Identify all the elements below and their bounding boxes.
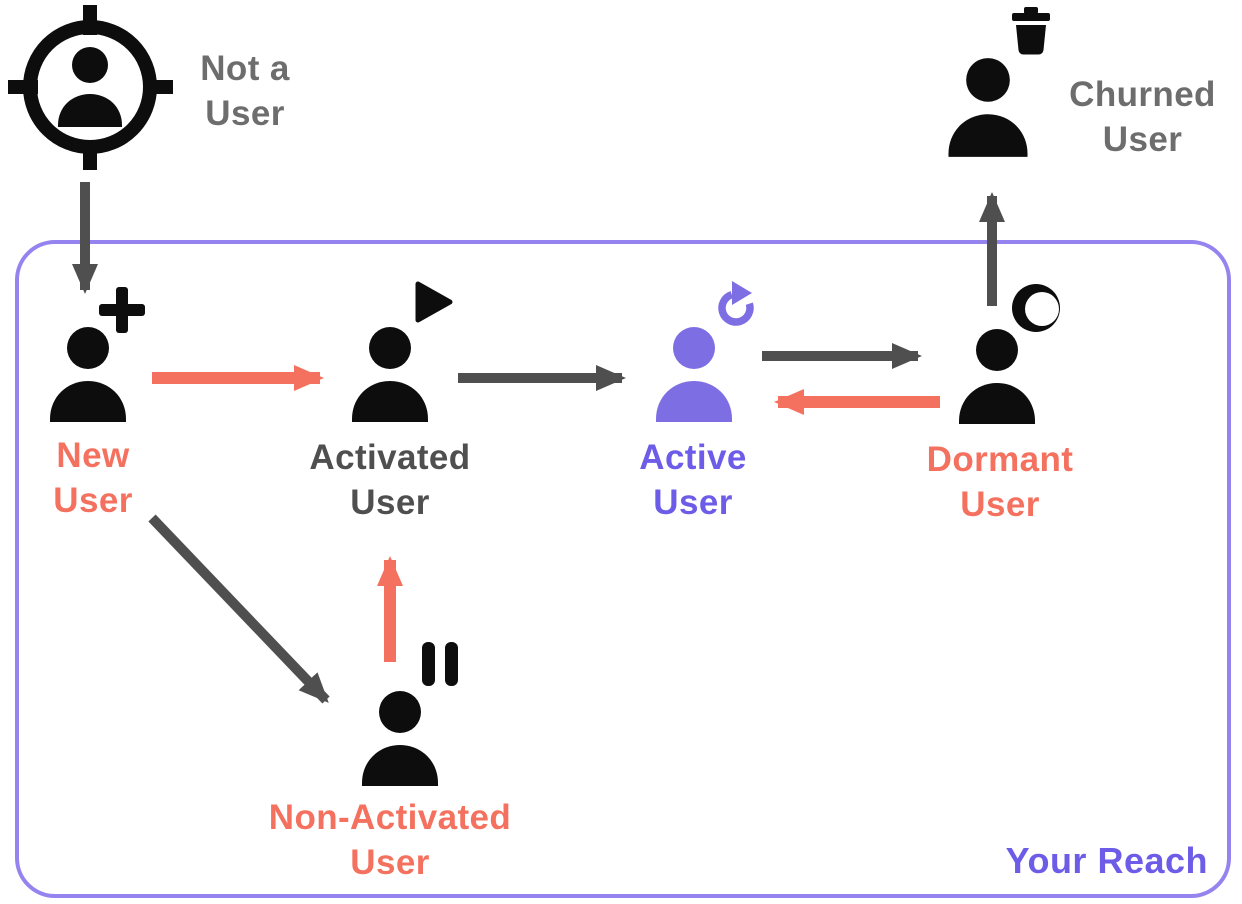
play-icon bbox=[415, 281, 453, 323]
node-label: Activated User bbox=[309, 438, 471, 522]
node-not-a-user: Not a User bbox=[8, 5, 318, 185]
pause-icon bbox=[422, 642, 458, 686]
person-icon bbox=[362, 691, 438, 786]
person-icon bbox=[948, 58, 1028, 157]
node-label: Non-Activated User bbox=[268, 798, 512, 882]
region-label-your-reach: Your Reach bbox=[1005, 840, 1208, 881]
trash-icon bbox=[1012, 7, 1050, 55]
person-icon bbox=[352, 327, 428, 422]
node-dormant-user: Dormant User bbox=[905, 282, 1095, 532]
edge-new-user-to-non-activated-user bbox=[148, 514, 330, 704]
node-label: Dormant User bbox=[926, 440, 1074, 524]
node-active-user: Active User bbox=[618, 278, 768, 528]
node-churned-user: Churned User bbox=[930, 5, 1240, 175]
target-person-icon bbox=[8, 5, 173, 170]
node-label: New User bbox=[53, 436, 133, 520]
person-icon bbox=[656, 327, 732, 422]
plus-icon bbox=[99, 287, 145, 333]
node-label: Active User bbox=[639, 438, 747, 522]
reach-boundary-box bbox=[15, 240, 1231, 898]
person-icon bbox=[959, 329, 1035, 424]
node-label: Churned User bbox=[1069, 75, 1216, 159]
person-icon bbox=[50, 327, 126, 422]
moon-icon bbox=[1012, 284, 1060, 332]
refresh-icon bbox=[718, 281, 754, 326]
node-new-user: New User bbox=[18, 284, 168, 524]
node-label: Not a User bbox=[200, 49, 290, 133]
node-non-activated-user: Non-Activated User bbox=[240, 638, 540, 888]
node-activated-user: Activated User bbox=[300, 278, 480, 528]
